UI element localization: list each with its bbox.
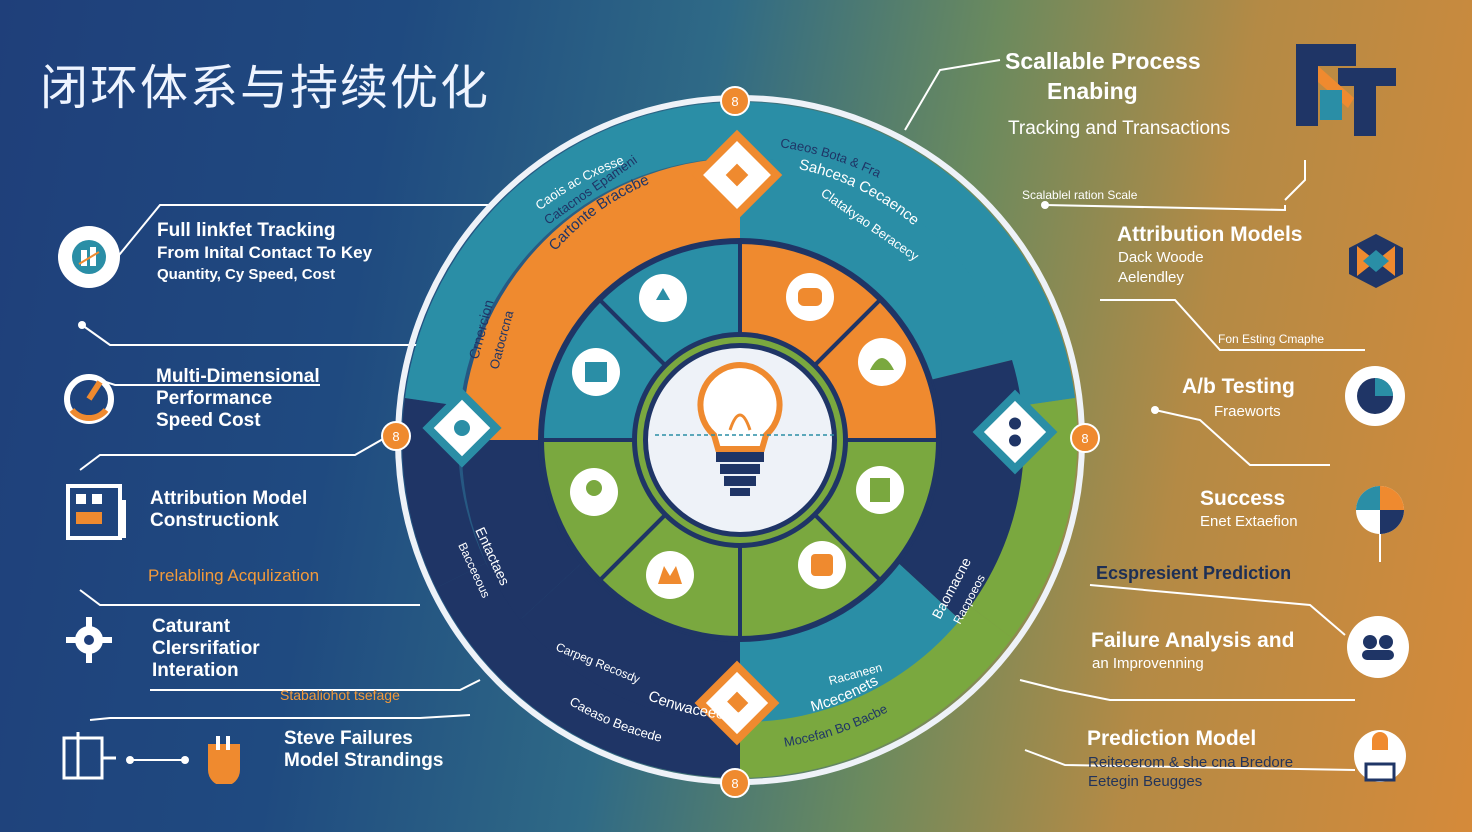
shield-icon bbox=[1352, 728, 1408, 795]
page-title: 闭环体系与持续优化 bbox=[40, 60, 491, 116]
left-item-4-line2: Clersrifatior bbox=[152, 638, 260, 659]
right-item-1-title: Attribution Models bbox=[1117, 223, 1303, 246]
right-item-3-sub: Enet Extaefion bbox=[1200, 513, 1298, 530]
right-item-5-title: Failure Analysis and bbox=[1091, 629, 1295, 652]
right-item-1-sub1: Dack Woode bbox=[1118, 249, 1204, 266]
left-item-4-line1: Caturant bbox=[152, 616, 231, 637]
marker-right: 8 bbox=[1081, 431, 1088, 446]
left-item-3-note: Prelabling Acqulization bbox=[148, 566, 320, 585]
hexagon-icon bbox=[1345, 232, 1407, 295]
right-item-1-sub: Dack Woode Aelendley bbox=[1118, 248, 1204, 288]
left-item-2: Multi-Dimensional Performance Speed Cost bbox=[156, 366, 356, 432]
marker-left: 8 bbox=[392, 429, 399, 444]
left-item-1-line2: From Inital Contact To Key bbox=[157, 243, 373, 262]
inner-sector-icons bbox=[570, 273, 906, 599]
right-item-2-sub: Fraeworts bbox=[1214, 403, 1281, 420]
right-item-6-sub: Reitecerom & she cna Bredore Eetegin Beu… bbox=[1088, 753, 1293, 791]
right-note-2: Fon Esting Cmaphe bbox=[1218, 332, 1325, 346]
right-item-5-sub: an Improvenning bbox=[1092, 655, 1204, 672]
left-item-2-line1: Multi-Dimensional bbox=[156, 366, 320, 387]
left-item-4-line3: Interation bbox=[152, 660, 239, 681]
right-item-6-sub1: Reitecerom & she cna Bredore bbox=[1088, 754, 1294, 771]
ring-markers bbox=[381, 86, 1100, 798]
flask-icon bbox=[58, 728, 120, 789]
left-item-1-line3: Quantity, Cy Speed, Cost bbox=[157, 266, 336, 283]
left-item-1-line1: Full linkfet Tracking bbox=[157, 220, 336, 241]
left-item-3-line2: Constructionk bbox=[150, 510, 279, 531]
left-item-3-line1: Attribution Model bbox=[150, 488, 308, 509]
wheel-mid-ring bbox=[461, 157, 1024, 723]
wheel-outer-ring bbox=[402, 102, 1078, 778]
right-top-title: Scallable Process Enabing bbox=[1005, 46, 1201, 106]
left-item-5-line1: Steve Failures bbox=[284, 728, 413, 749]
left-item-5-line2: Model Strandings bbox=[284, 750, 444, 771]
right-note-1: Scalablel ration Scale bbox=[1022, 188, 1138, 202]
left-item-4: Caturant Clersrifatior Interation bbox=[152, 616, 352, 682]
people-icon bbox=[1347, 616, 1409, 678]
left-item-2-line2: Performance bbox=[156, 388, 273, 409]
glove-icon bbox=[200, 732, 248, 789]
right-item-1-sub2: Aelendley bbox=[1118, 269, 1184, 286]
gear-icon bbox=[64, 615, 114, 670]
right-item-3-title: Success bbox=[1200, 487, 1286, 510]
right-top-title-line1: Scallable Process bbox=[1005, 48, 1201, 74]
lightbulb-icon bbox=[655, 361, 835, 496]
building-icon bbox=[62, 480, 134, 547]
logo-icon bbox=[1288, 38, 1404, 147]
marker-bottom: 8 bbox=[731, 776, 738, 791]
right-item-6-title: Prediction Model bbox=[1087, 727, 1257, 750]
right-top-title-line2: Enabing bbox=[1047, 78, 1138, 104]
right-item-4-title: Ecspresient Prediction bbox=[1096, 563, 1292, 583]
gauge-icon bbox=[60, 370, 118, 433]
left-item-4-note: Stabaliohot tsefage bbox=[280, 687, 400, 703]
right-item-2-title: A/b Testing bbox=[1182, 375, 1295, 398]
right-top-sub: Tracking and Transactions bbox=[1008, 118, 1231, 139]
pie-icon bbox=[1345, 366, 1405, 426]
left-item-2-line3: Speed Cost bbox=[156, 410, 261, 431]
chart-icon bbox=[58, 226, 120, 288]
right-item-6-sub2: Eetegin Beugges bbox=[1088, 773, 1203, 790]
left-item-3: Attribution Model Constructionk bbox=[150, 488, 360, 532]
left-item-5: Steve Failures Model Strandings bbox=[284, 728, 484, 772]
left-item-1: Full linkfet Tracking From Inital Contac… bbox=[157, 220, 457, 286]
fan-chart-icon bbox=[1352, 484, 1408, 569]
marker-top: 8 bbox=[731, 94, 738, 109]
